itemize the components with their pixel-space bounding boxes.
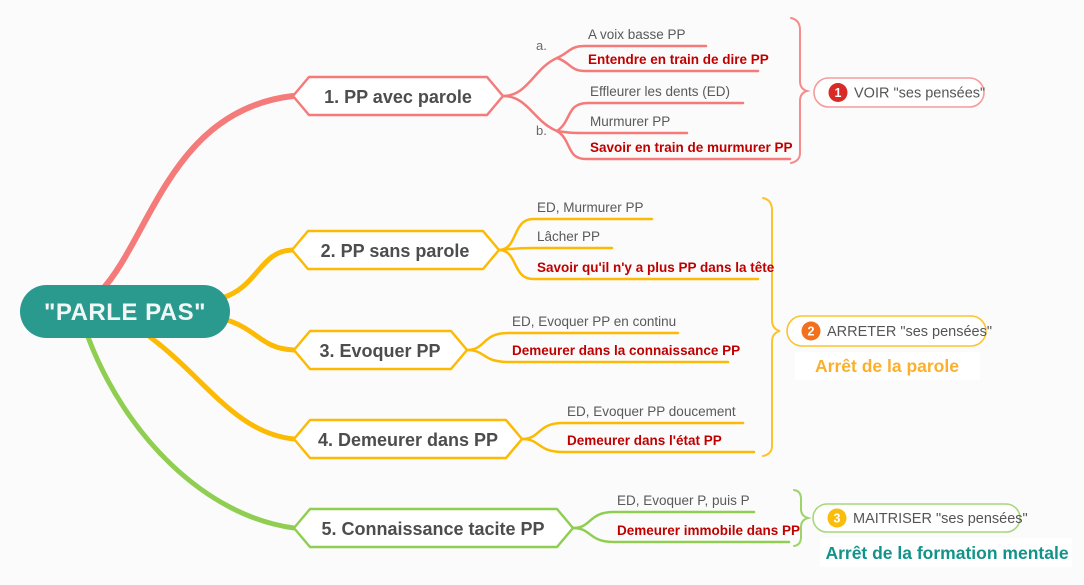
group-topic-1-label: VOIR "ses pensées" xyxy=(854,86,985,102)
leaf-topic[interactable]: ED, Evoquer PP en continu xyxy=(512,314,676,329)
leaf-line xyxy=(497,248,760,281)
badge-2-icon xyxy=(801,321,821,341)
leaf-topic[interactable]: Murmurer PP xyxy=(590,114,670,129)
leaf-line xyxy=(497,246,614,252)
leaf-line xyxy=(571,526,791,544)
root-topic-label: "PARLE PAS" xyxy=(44,299,206,326)
branch-2-connector xyxy=(219,247,295,301)
badge-2-number: 2 xyxy=(808,325,815,339)
root-topic[interactable]: "PARLE PAS" xyxy=(20,285,230,338)
leaf-topic[interactable]: Effleurer les dents (ED) xyxy=(590,84,730,99)
leaf-line xyxy=(555,44,708,60)
leaf-topic[interactable]: Entendre en train de dire PP xyxy=(588,52,769,67)
group-caption-2-label: Arrêt de la parole xyxy=(815,356,959,376)
branch-topic-2[interactable]: 2. PP sans parole xyxy=(290,229,501,271)
branch-topic-5-shape[interactable] xyxy=(292,507,575,549)
branch-topic-1[interactable]: 1. PP avec parole xyxy=(291,75,505,117)
branch-topic-3[interactable]: 3. Evoquer PP xyxy=(292,329,469,371)
fork-a-stem xyxy=(501,56,559,98)
group-2-brace xyxy=(762,197,781,457)
root-topic-shape[interactable] xyxy=(20,285,230,338)
leaf-topic[interactable]: Demeurer dans la connaissance PP xyxy=(512,343,740,358)
leaf-line xyxy=(520,437,756,454)
leaf-topic[interactable]: ED, Murmurer PP xyxy=(537,200,644,215)
leaf-line xyxy=(555,101,745,133)
branch-topic-4-label: 4. Demeurer dans PP xyxy=(318,430,498,450)
group-caption-3[interactable]: Arrêt de la formation mentale xyxy=(820,538,1072,567)
fork-label-a[interactable]: a. xyxy=(536,38,547,53)
leaf-line xyxy=(555,129,689,135)
leaf-topic[interactable]: A voix basse PP xyxy=(588,27,686,42)
branch-topic-3-label: 3. Evoquer PP xyxy=(319,341,440,361)
branch-topic-3-shape[interactable] xyxy=(292,329,469,371)
group-caption-2-box xyxy=(795,352,980,380)
badge-1-icon xyxy=(828,83,848,102)
branch-5-connector xyxy=(85,334,297,531)
branch-topic-4[interactable]: 4. Demeurer dans PP xyxy=(292,418,524,460)
branch-topic-1-shape[interactable] xyxy=(291,75,505,117)
group-topic-3[interactable]: 3 MAITRISER "ses pensées" xyxy=(812,503,1028,533)
group-topic-1-shape[interactable] xyxy=(813,77,985,108)
leaf-topic[interactable]: Demeurer dans l'état PP xyxy=(567,433,722,448)
leaf-topic[interactable]: ED, Evoquer P, puis P xyxy=(617,493,750,508)
fork-b-stem xyxy=(501,94,559,133)
branch-topic-4-shape[interactable] xyxy=(292,418,524,460)
group-3-brace xyxy=(793,489,812,547)
badge-3-number: 3 xyxy=(834,512,841,526)
group-topic-1[interactable]: 1 VOIR "ses pensées" xyxy=(813,77,985,108)
branch-topic-2-label: 2. PP sans parole xyxy=(321,241,470,261)
group-topic-3-label: MAITRISER "ses pensées" xyxy=(853,511,1028,527)
leaf-topic[interactable]: Savoir en train de murmurer PP xyxy=(590,140,793,155)
leaf-line xyxy=(555,56,760,73)
branch-topic-2-shape[interactable] xyxy=(290,229,501,271)
badge-3-icon xyxy=(827,508,847,528)
fork-label-b[interactable]: b. xyxy=(536,123,547,138)
branch-1-connector xyxy=(97,93,296,295)
branch-3-connector xyxy=(224,317,297,353)
leaf-topic[interactable]: Demeurer immobile dans PP xyxy=(617,523,800,538)
leaf-line xyxy=(555,129,792,161)
branch-topic-1-label: 1. PP avec parole xyxy=(324,87,472,107)
group-caption-3-label: Arrêt de la formation mentale xyxy=(825,543,1068,563)
branch-topic-5-label: 5. Connaissance tacite PP xyxy=(321,519,544,539)
group-topic-2-shape[interactable] xyxy=(786,315,987,347)
branch-topic-5[interactable]: 5. Connaissance tacite PP xyxy=(292,507,575,549)
group-caption-2[interactable]: Arrêt de la parole xyxy=(795,352,980,380)
group-topic-2-label: ARRETER "ses pensées" xyxy=(827,324,992,340)
leaf-topic[interactable]: Lâcher PP xyxy=(537,229,600,244)
branch-4-connector xyxy=(147,334,297,442)
leaf-topic[interactable]: ED, Evoquer PP doucement xyxy=(567,404,736,419)
group-topic-2[interactable]: 2 ARRETER "ses pensées" xyxy=(786,315,992,347)
leaf-line xyxy=(465,348,730,364)
group-1-brace xyxy=(790,17,811,164)
group-caption-3-box xyxy=(820,538,1072,567)
leaf-topic[interactable]: Savoir qu'il n'y a plus PP dans la tête xyxy=(537,260,775,275)
group-topic-3-shape[interactable] xyxy=(812,503,1021,533)
badge-1-number: 1 xyxy=(835,86,842,100)
